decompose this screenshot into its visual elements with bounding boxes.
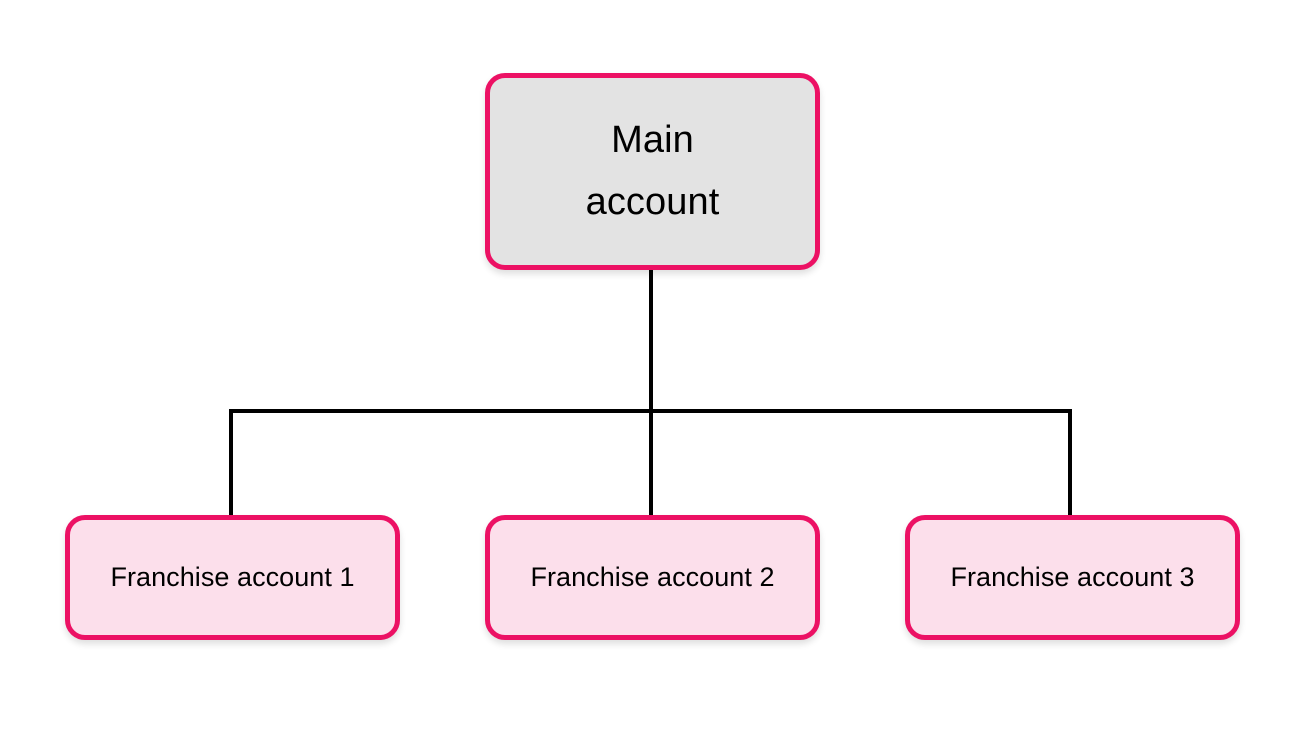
node-franchise-account-3[interactable]: Franchise account 3 xyxy=(905,515,1240,640)
node-franchise-account-3-label: Franchise account 3 xyxy=(950,561,1195,592)
node-franchise-account-1[interactable]: Franchise account 1 xyxy=(65,515,400,640)
node-franchise-account-2-label: Franchise account 2 xyxy=(530,561,775,592)
node-main-account[interactable]: Main account xyxy=(485,73,820,270)
node-franchise-account-2[interactable]: Franchise account 2 xyxy=(485,515,820,640)
node-main-account-label: Main account xyxy=(585,118,720,223)
node-franchise-account-1-label: Franchise account 1 xyxy=(110,561,355,592)
